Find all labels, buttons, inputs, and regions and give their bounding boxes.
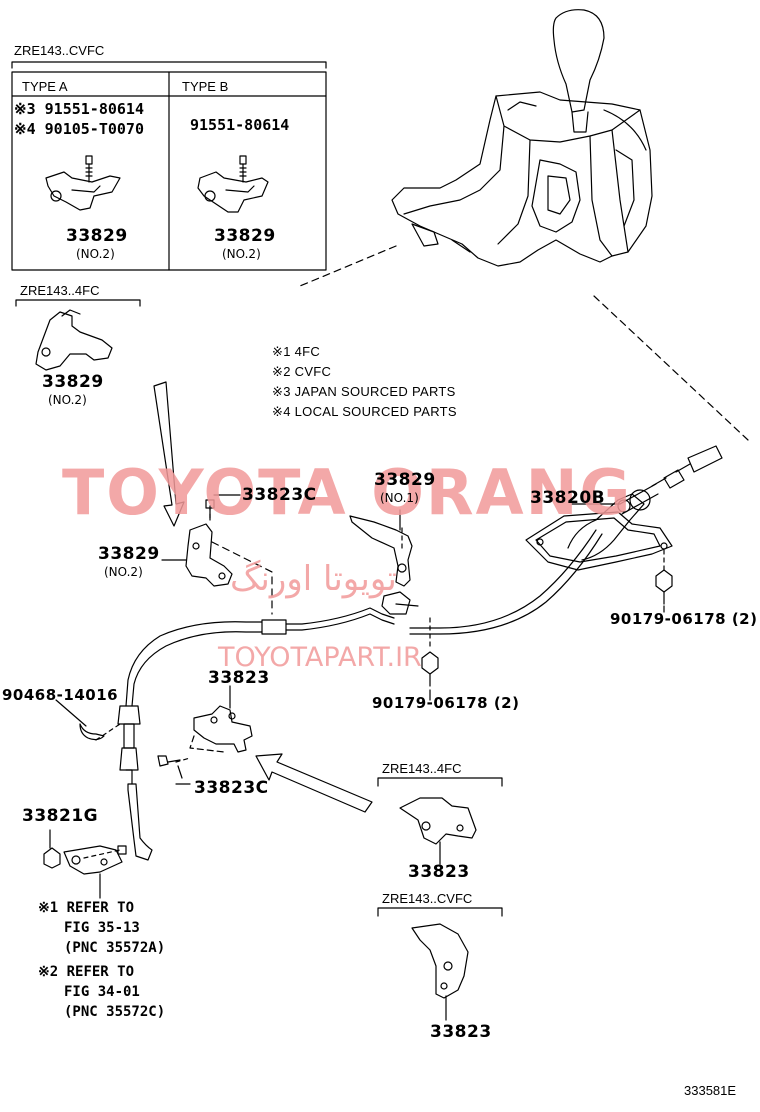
callout-33829-no1: 33829	[374, 470, 436, 490]
nut-90179-mid	[421, 651, 439, 687]
variant-4fc-top-title: ZRE143..4FC	[20, 283, 100, 298]
note-2: ※2 CVFC	[272, 364, 332, 379]
figure-id: 333581E	[684, 1083, 737, 1098]
note-1: ※1 4FC	[272, 344, 321, 359]
callout-33829-no1-sub: (NO.1)	[380, 491, 419, 505]
type-b-sub: (NO.2)	[222, 247, 261, 261]
refer-note-2-line2: FIG 34-01	[64, 984, 140, 1000]
nut-33821g	[43, 845, 127, 875]
callout-90179-mid: 90179-06178 (2)	[372, 694, 520, 712]
type-b-main-part: 33829	[214, 226, 276, 246]
callout-33821g: 33821G	[22, 806, 99, 826]
clip-90468	[79, 723, 105, 741]
callout-90468: 90468-14016	[2, 686, 119, 704]
watermark-persian: تویوتا اورنگ	[230, 559, 397, 599]
note-3: ※3 JAPAN SOURCED PARTS	[272, 384, 456, 399]
nut-90179-right	[655, 569, 673, 605]
arrow-down-left	[153, 381, 185, 527]
callout-33823c-low: 33823C	[194, 778, 269, 798]
bracket-33829-no2	[185, 499, 233, 587]
variant-cvfc-bottom-bracket	[377, 907, 503, 999]
type-a-part-1: ※3 91551-80614	[14, 100, 144, 118]
callout-33823c-top: 33823C	[242, 485, 317, 505]
refer-note-1-line1: ※1 REFER TO	[38, 900, 135, 916]
variant-4fc-bottom-bracket	[377, 777, 503, 845]
refer-note-2-line1: ※2 REFER TO	[38, 964, 135, 980]
type-b-part: 91551-80614	[190, 116, 290, 134]
refer-note-2: ※2 REFER TO FIG 34-01 (PNC 35572C)	[38, 964, 165, 1024]
shift-control-cable	[117, 529, 603, 861]
variant-cvfc-bottom-title: ZRE143..CVFC	[382, 891, 473, 906]
variant-4fc-bottom-title: ZRE143..4FC	[382, 761, 462, 776]
note-4: ※4 LOCAL SOURCED PARTS	[272, 404, 457, 419]
variant-4fc-bottom-part: 33823	[408, 862, 470, 882]
callout-33829-no2-sub: (NO.2)	[104, 565, 143, 579]
variant-4fc-top-bracket	[15, 299, 141, 371]
type-a-part-2: ※4 90105-T0070	[14, 120, 144, 138]
bolt-33823c-low	[157, 755, 181, 767]
bracket-33823	[193, 705, 253, 753]
type-a-label: TYPE A	[22, 79, 68, 94]
callout-90179-right: 90179-06178 (2)	[610, 610, 758, 628]
cvfc-box-title: ZRE143..CVFC	[14, 43, 105, 58]
type-a-main-part: 33829	[66, 226, 128, 246]
refer-note-1-line3: (PNC 35572A)	[64, 940, 166, 956]
callout-33829-no2: 33829	[98, 544, 160, 564]
refer-note-2-line3: (PNC 35572C)	[64, 1004, 166, 1020]
bracket-33829-no1	[349, 515, 419, 615]
notes-list: ※1 4FC ※2 CVFC ※3 JAPAN SOURCED PARTS ※4…	[272, 344, 457, 424]
shift-lever-assembly	[391, 9, 653, 267]
callout-33823: 33823	[208, 668, 270, 688]
refer-note-1-line2: FIG 35-13	[64, 920, 140, 936]
variant-4fc-top-part: 33829	[42, 372, 104, 392]
variant-4fc-top-sub: (NO.2)	[48, 393, 87, 407]
watermark-brand: TOYOTA ORANG	[62, 456, 633, 529]
variant-cvfc-bottom-part: 33823	[430, 1022, 492, 1042]
type-a-sub: (NO.2)	[76, 247, 115, 261]
arrow-up-left	[255, 753, 373, 813]
type-b-label: TYPE B	[182, 79, 229, 94]
cvfc-legend-box	[11, 61, 327, 271]
refer-note-1: ※1 REFER TO FIG 35-13 (PNC 35572A)	[38, 900, 165, 960]
cable-end-top	[619, 445, 723, 515]
watermark-url: TOYOTAPART.IR	[218, 642, 422, 673]
callout-33820b: 33820B	[530, 488, 606, 508]
